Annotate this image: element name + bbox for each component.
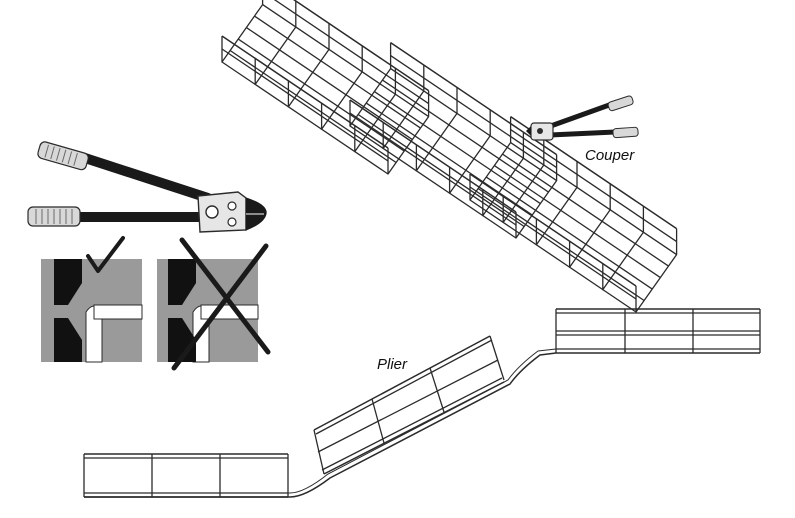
- correct-cut-panel: [41, 259, 143, 363]
- small-bolt-cutter-icon: [526, 95, 639, 141]
- cross-mark-icon: [171, 237, 271, 371]
- couper-label: Couper: [585, 147, 635, 164]
- ladder-cable-tray-side-view: [83, 308, 761, 498]
- plier-label: Plier: [377, 356, 408, 373]
- check-mark-icon: [86, 236, 125, 273]
- large-bolt-cutter-icon: [27, 141, 267, 233]
- wire-mesh-cable-tray: [221, 0, 678, 313]
